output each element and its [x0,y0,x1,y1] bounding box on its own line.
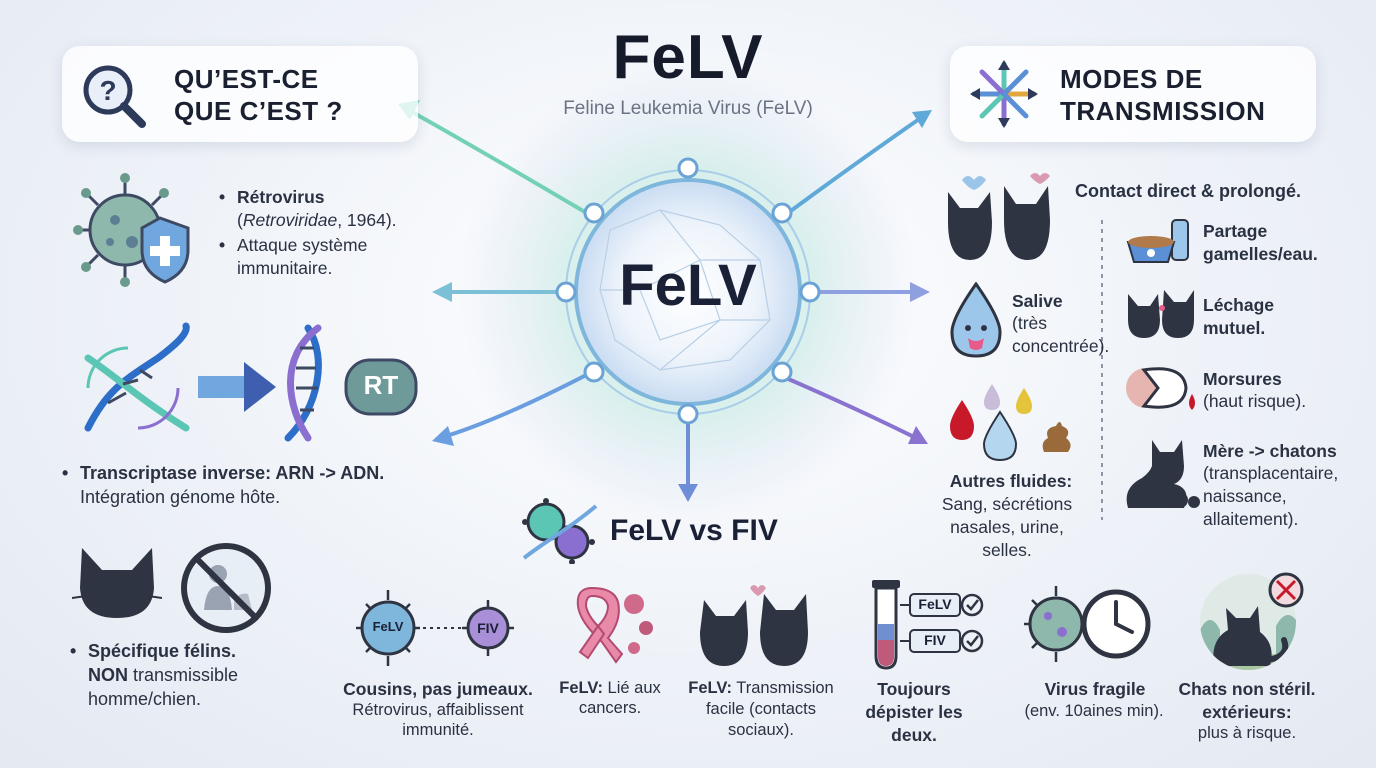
retrovirus-family-name: Retroviridae [242,210,338,230]
comparison-5-bold: Virus fragile [1044,679,1146,699]
retrovirus-family-close: , 1964). [337,210,397,230]
body-fluids-icon [950,384,1071,462]
felv-vs-fiv-title: FeLV vs FIV [610,514,778,547]
licking-text: Léchage mutuel. [1203,295,1274,338]
comparison-3-bold: FeLV: [688,679,732,697]
reverse-transcriptase-text: Transcriptase inverse: ARN -> ADN. [62,462,384,485]
comparison-3-rest: Transmission facile (contacts sociaux). [705,679,834,739]
bowls-text: Partage gamelles/eau. [1203,221,1318,264]
virus-shield-icon [73,173,190,287]
test-tube-icon [872,580,984,670]
species-line1: Spécifique félins. [70,640,236,663]
main-title: FeLV [612,23,764,92]
species-line2: NON transmissible [88,664,238,687]
no-human-dog-icon [181,543,271,633]
social-cats-icon [700,585,808,666]
subtitle: Feline Leukemia Virus (FeLV) [563,98,813,119]
outdoor-cat-icon [1200,572,1304,670]
rt-badge: RT [363,370,399,400]
fluids-title: Autres fluides: [949,471,1073,491]
fluids-detail: Sang, sécrétions nasales, urine, selles. [941,494,1073,560]
transmission-title-line1: MODES DE [1060,64,1203,94]
comparison-6-rest: plus à risque. [1197,724,1297,742]
species-line3: homme/chien. [88,689,202,709]
test-fiv-label: FIV [924,632,946,648]
species-line2-rest: transmissible [128,665,239,685]
food-bowl-icon [1126,219,1189,263]
hub-label: FeLV [619,253,757,318]
genome-integration-text: Intégration génome hôte. [80,487,281,507]
felv-fiv-cousins-icon [356,590,514,666]
immune-attack-text: Attaque système immunitaire. [219,234,407,280]
transmission-card: MODES DE TRANSMISSION [950,46,1316,142]
test-felv-label: FeLV [918,596,952,612]
cousins-fiv-badge: FIV [477,620,499,636]
arrow-to-left-top [403,106,592,217]
species-not-bold: NON [88,665,128,685]
retrovirus-family: (Retroviridae, 1964). [237,209,397,232]
bites-title: Morsures [1203,369,1282,389]
mother-detail: (transplacentaire, naissance, allaitemen… [1203,463,1339,529]
mother-kittens-icon [1126,440,1200,508]
virus-clock-icon [1024,586,1151,662]
comparison-2-bold: FeLV: [559,679,603,697]
comparison-2-rest: Lié aux cancers. [578,679,661,717]
direct-contact-text: Contact direct & prolongé. [1075,181,1302,201]
comparison-3-text: FeLV: Transmission facile (contacts soci… [676,678,846,741]
comparison-6-bold: Chats non stéril. extérieurs: [1178,679,1316,722]
what-is-it-title-line2: QUE C’EST ? [174,96,343,126]
licking-cats-icon [1128,290,1194,338]
retrovirus-title: Rétrovirus [219,186,324,209]
saliva-drop-icon [950,282,1002,358]
what-is-it-card: ? QU’EST-CE QUE C’EST ? [62,46,418,142]
two-viruses-icon [522,498,598,564]
cancer-ribbon-icon [576,586,653,664]
comparison-5-rest: (env. 10aines min). [1024,702,1164,720]
comparison-2-text: FeLV: Lié aux cancers. [550,678,670,718]
bite-icon [1126,367,1195,410]
mother-title: Mère -> chatons [1203,441,1337,461]
retrovirus-family-open: ( [237,210,243,230]
transmission-title-line2: TRANSMISSION [1060,96,1266,126]
cousins-felv-badge: FeLV [372,619,404,634]
saliva-detail: (très concentrée). [1012,313,1110,356]
arrow-to-left-bottom [438,370,594,440]
svg-text:?: ? [99,75,116,106]
what-is-it-title-line1: QU’EST-CE [174,64,319,94]
two-cats-hearts-icon [948,173,1050,260]
comparison-1-rest: Rétrovirus, affaiblissent immunité. [352,701,524,739]
comparison-1-bold: Cousins, pas jumeaux. [343,679,533,699]
arrow-to-right-bottom [784,376,922,442]
rna-to-dna-icon [84,322,418,442]
cat-silhouette-icon [72,548,162,618]
multi-direction-arrows-icon [970,60,1038,128]
saliva-title: Salive [1012,291,1063,311]
comparison-4-bold: Toujours dépister les deux. [865,679,963,745]
arrow-to-right-top [790,113,927,212]
right-divider [1101,220,1103,520]
magnifier-question-icon: ? [83,65,146,128]
bites-detail: (haut risque). [1203,391,1307,411]
